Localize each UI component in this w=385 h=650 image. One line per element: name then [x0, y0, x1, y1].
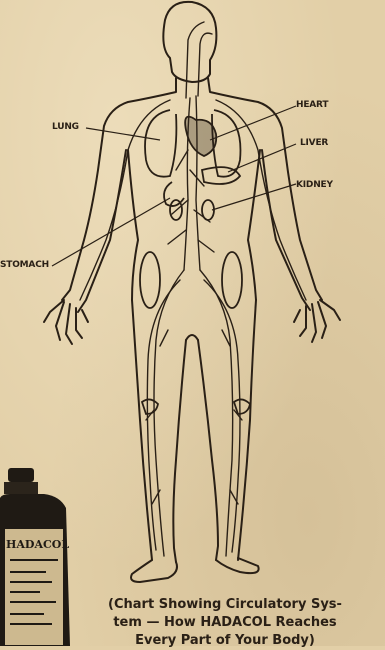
leg-inner-left — [173, 340, 186, 562]
arm-inner-right — [262, 150, 310, 310]
leg-outer-right — [238, 300, 256, 560]
leader-kidney — [212, 184, 296, 210]
neck-vessels — [186, 22, 212, 98]
hand-right — [294, 300, 340, 342]
label-kidney: KIDNEY — [296, 180, 333, 190]
figure-caption: (Chart Showing Circulatory Sys- tem — Ho… — [90, 596, 360, 650]
lung-left-organ — [145, 110, 176, 177]
leg-outer-left — [132, 300, 152, 560]
leader-stomach — [52, 198, 170, 266]
torso-left — [128, 150, 138, 300]
head-outline — [163, 2, 216, 82]
bottle-brand-text: HADACOL — [6, 538, 69, 551]
label-stomach: STOMACH — [0, 260, 49, 270]
torso-right — [248, 150, 260, 300]
hadacol-bottle: HADACOL — [0, 468, 75, 646]
label-liver: LIVER — [300, 138, 328, 148]
label-heart: HEART — [296, 100, 328, 110]
foot-left — [131, 560, 177, 582]
vein-leg-right — [204, 280, 240, 552]
leg-inner-right — [198, 340, 218, 560]
vein-leg-left — [147, 280, 180, 550]
caption-line-1: (Chart Showing Circulatory Sys- — [90, 596, 360, 614]
leader-lung — [86, 128, 160, 140]
knee-left — [142, 399, 158, 414]
label-lung: LUNG — [52, 122, 79, 132]
caption-line-3: Every Part of Your Body) — [90, 632, 360, 650]
knee-right — [234, 399, 250, 414]
caption-line-2: tem — How HADACOL Reaches — [90, 614, 360, 632]
stomach-organ — [164, 182, 184, 206]
hip-right — [222, 252, 242, 308]
hip-left — [140, 252, 160, 308]
crotch — [186, 335, 198, 340]
